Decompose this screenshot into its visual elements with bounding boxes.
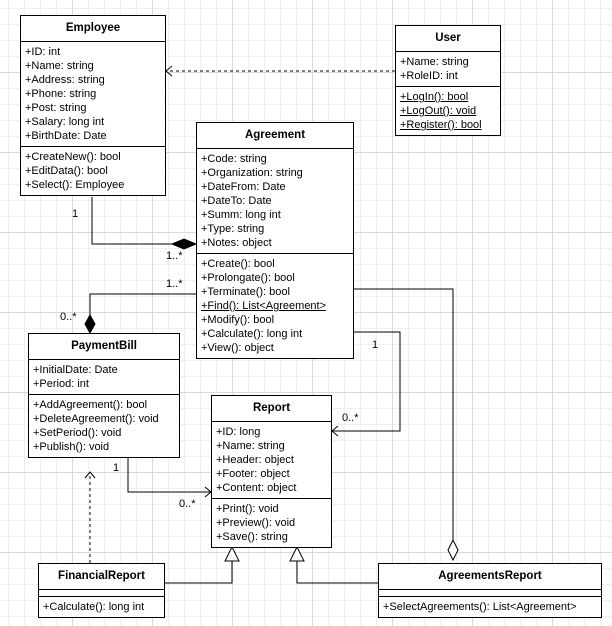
attribute: +Name: string xyxy=(25,60,94,72)
method: +Prolongate(): bool xyxy=(201,272,295,284)
method: +SelectAgreements(): List<Agreement> xyxy=(383,601,577,613)
multiplicity-label: 0..* xyxy=(342,412,359,424)
multiplicity-label: 0..* xyxy=(60,311,77,323)
attribute: +Address: string xyxy=(25,74,105,86)
class-financialreport[interactable]: FinancialReport +Calculate(): long int xyxy=(38,563,165,618)
class-agreementsreport[interactable]: AgreementsReport +SelectAgreements(): Li… xyxy=(378,563,602,618)
multiplicity-label: 1..* xyxy=(166,250,183,262)
method: +View(): object xyxy=(201,342,274,354)
multiplicity-label: 1..* xyxy=(166,278,183,290)
method: +CreateNew(): bool xyxy=(25,151,121,163)
attributes-section: +ID: long +Name: string +Header: object … xyxy=(212,422,331,499)
composition-diamond-paymentbill xyxy=(84,313,96,335)
generalization-triangle-agreements xyxy=(289,545,305,562)
class-user[interactable]: User +Name: string +RoleID: int +LogIn()… xyxy=(395,25,501,136)
attributes-section: +Name: string +RoleID: int xyxy=(396,52,500,87)
multiplicity-label: 0..* xyxy=(179,498,196,510)
method: +Calculate(): long int xyxy=(43,601,145,613)
agreement-agreementsreport-aggregation xyxy=(353,288,454,540)
attribute: +Name: string xyxy=(400,56,469,68)
attributes-section: +Code: string +Organization: string +Dat… xyxy=(197,149,353,254)
attribute: +RoleID: int xyxy=(400,70,458,82)
attribute: +Footer: object xyxy=(216,468,290,480)
methods-section: +Create(): bool +Prolongate(): bool +Ter… xyxy=(197,254,353,358)
method: +Terminate(): bool xyxy=(201,286,290,298)
financial-report-generalization xyxy=(165,561,233,584)
class-name: AgreementsReport xyxy=(379,564,601,590)
attribute: +ID: int xyxy=(25,46,61,58)
multiplicity-label: 1 xyxy=(113,462,120,474)
class-name: PaymentBill xyxy=(29,334,179,360)
method: +Publish(): void xyxy=(33,441,110,453)
attributes-section: +ID: int +Name: string +Address: string … xyxy=(21,42,165,147)
class-agreement[interactable]: Agreement +Code: string +Organization: s… xyxy=(196,122,354,359)
attribute: +ID: long xyxy=(216,426,261,438)
attribute: +Phone: string xyxy=(25,88,97,100)
class-name: Employee xyxy=(21,16,165,42)
method: +AddAgreement(): bool xyxy=(33,399,148,411)
agreement-report-association xyxy=(332,331,401,432)
method: +DeleteAgreement(): void xyxy=(33,413,159,425)
attributes-section xyxy=(379,590,601,597)
attribute: +DateTo: Date xyxy=(201,195,272,207)
dependency-arrowhead-up xyxy=(84,471,96,479)
method: +SetPeriod(): void xyxy=(33,427,122,439)
dependency-arrowhead xyxy=(165,65,173,77)
attribute: +Post: string xyxy=(25,102,87,114)
method: +Create(): bool xyxy=(201,258,275,270)
attribute: +Code: string xyxy=(201,153,267,165)
attribute: +Salary: long int xyxy=(25,116,105,128)
methods-section: +SelectAgreements(): List<Agreement> xyxy=(379,597,601,617)
static-method: +Register(): bool xyxy=(400,119,482,131)
static-method: +LogIn(): bool xyxy=(400,91,469,103)
static-method: +Find(): List<Agreement> xyxy=(201,300,327,312)
class-name: User xyxy=(396,26,500,52)
methods-section: +AddAgreement(): bool +DeleteAgreement()… xyxy=(29,395,179,457)
composition-diamond-agreement xyxy=(170,238,198,250)
attribute: +Header: object xyxy=(216,454,294,466)
attribute: +Type: string xyxy=(201,223,265,235)
paymentbill-report-association xyxy=(127,457,211,493)
attribute: +Name: string xyxy=(216,440,285,452)
methods-section: +CreateNew(): bool +EditData(): bool +Se… xyxy=(21,147,165,195)
attribute: +Organization: string xyxy=(201,167,303,179)
attribute: +BirthDate: Date xyxy=(25,130,107,142)
attribute: +InitialDate: Date xyxy=(33,364,118,376)
multiplicity-label: 1 xyxy=(372,339,379,351)
attribute: +Period: int xyxy=(33,378,89,390)
class-name: Report xyxy=(212,396,331,422)
methods-section: +Print(): void +Preview(): void +Save():… xyxy=(212,499,331,547)
methods-section: +LogIn(): bool +LogOut(): void +Register… xyxy=(396,87,500,135)
attribute: +Notes: object xyxy=(201,237,272,249)
method: +Modify(): bool xyxy=(201,314,275,326)
methods-section: +Calculate(): long int xyxy=(39,597,164,617)
attributes-section: +InitialDate: Date +Period: int xyxy=(29,360,179,395)
attributes-section xyxy=(39,590,164,597)
method: +Preview(): void xyxy=(216,517,296,529)
multiplicity-label: 1 xyxy=(72,208,79,220)
static-method: +LogOut(): void xyxy=(400,105,477,117)
method: +Print(): void xyxy=(216,503,279,515)
agreement-paymentbill-composition xyxy=(89,293,196,315)
class-employee[interactable]: Employee +ID: int +Name: string +Address… xyxy=(20,15,166,196)
method: +EditData(): bool xyxy=(25,165,108,177)
class-report[interactable]: Report +ID: long +Name: string +Header: … xyxy=(211,395,332,548)
generalization-triangle-financial xyxy=(224,545,240,562)
agreements-report-generalization xyxy=(296,561,378,584)
attribute: +Summ: long int xyxy=(201,209,281,221)
association-arrowhead-right xyxy=(331,425,339,437)
class-name: Agreement xyxy=(197,123,353,149)
attribute: +Content: object xyxy=(216,482,297,494)
method: +Select(): Employee xyxy=(25,179,125,191)
attribute: +DateFrom: Date xyxy=(201,181,286,193)
method: +Save(): string xyxy=(216,531,288,543)
class-name: FinancialReport xyxy=(39,564,164,590)
employee-agreement-composition xyxy=(91,197,172,245)
class-paymentbill[interactable]: PaymentBill +InitialDate: Date +Period: … xyxy=(28,333,180,458)
method: +Calculate(): long int xyxy=(201,328,303,340)
aggregation-diamond-agreementsreport xyxy=(447,538,459,562)
